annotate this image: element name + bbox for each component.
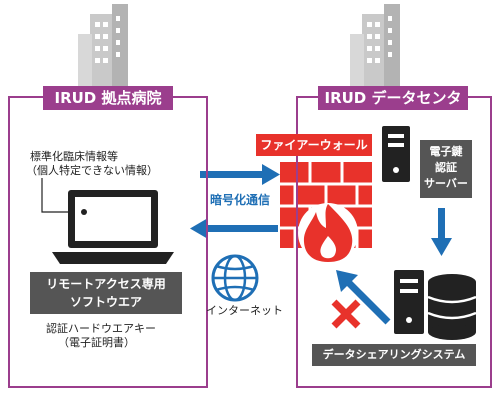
hospital-panel-title: IRUD 拠点病院 [43,86,173,110]
arrow-down [431,208,452,256]
blocked-arrow [336,270,391,325]
building-icon [350,4,400,94]
arrow-right [200,164,280,185]
auth-server-box: 電子鍵 認証 サーバー [420,140,472,198]
remote-access-software-box: リモートアクセス専用 ソフトウエア [30,272,182,314]
firewall-label: ファイアーウォール [256,134,372,156]
encrypted-comms-label: 暗号化通信 [210,193,271,207]
software-line-2: ソフトウエア [69,295,142,309]
data-sharing-system-label: データシェアリングシステム [312,344,476,366]
server-icon [394,270,424,334]
arrow-left [190,218,278,239]
building-icon [78,4,128,94]
info-line-1: 標準化臨床情報等 [30,150,118,163]
flame-icon [298,203,358,263]
leader-line [41,178,78,213]
software-line-1: リモートアクセス専用 [46,277,166,291]
hardware-key-line-1: 認証ハードウエアキー [46,322,156,335]
auth-server-line-2: 認証 [435,161,457,174]
info-line-2: （個人特定できない情報） [26,164,158,177]
internet-label: インターネット [206,304,283,317]
datacenter-panel-title: IRUD データセンター [318,86,468,131]
auth-server-line-1: 電子鍵 [429,145,463,158]
auth-server-line-3: サーバー [424,177,468,190]
database-icon [427,274,477,340]
globe-icon [211,254,259,302]
server-icon [382,126,410,182]
laptop-icon [52,190,174,264]
hardware-key-line-2: （電子証明書） [58,336,135,349]
block-x-icon [331,299,361,329]
